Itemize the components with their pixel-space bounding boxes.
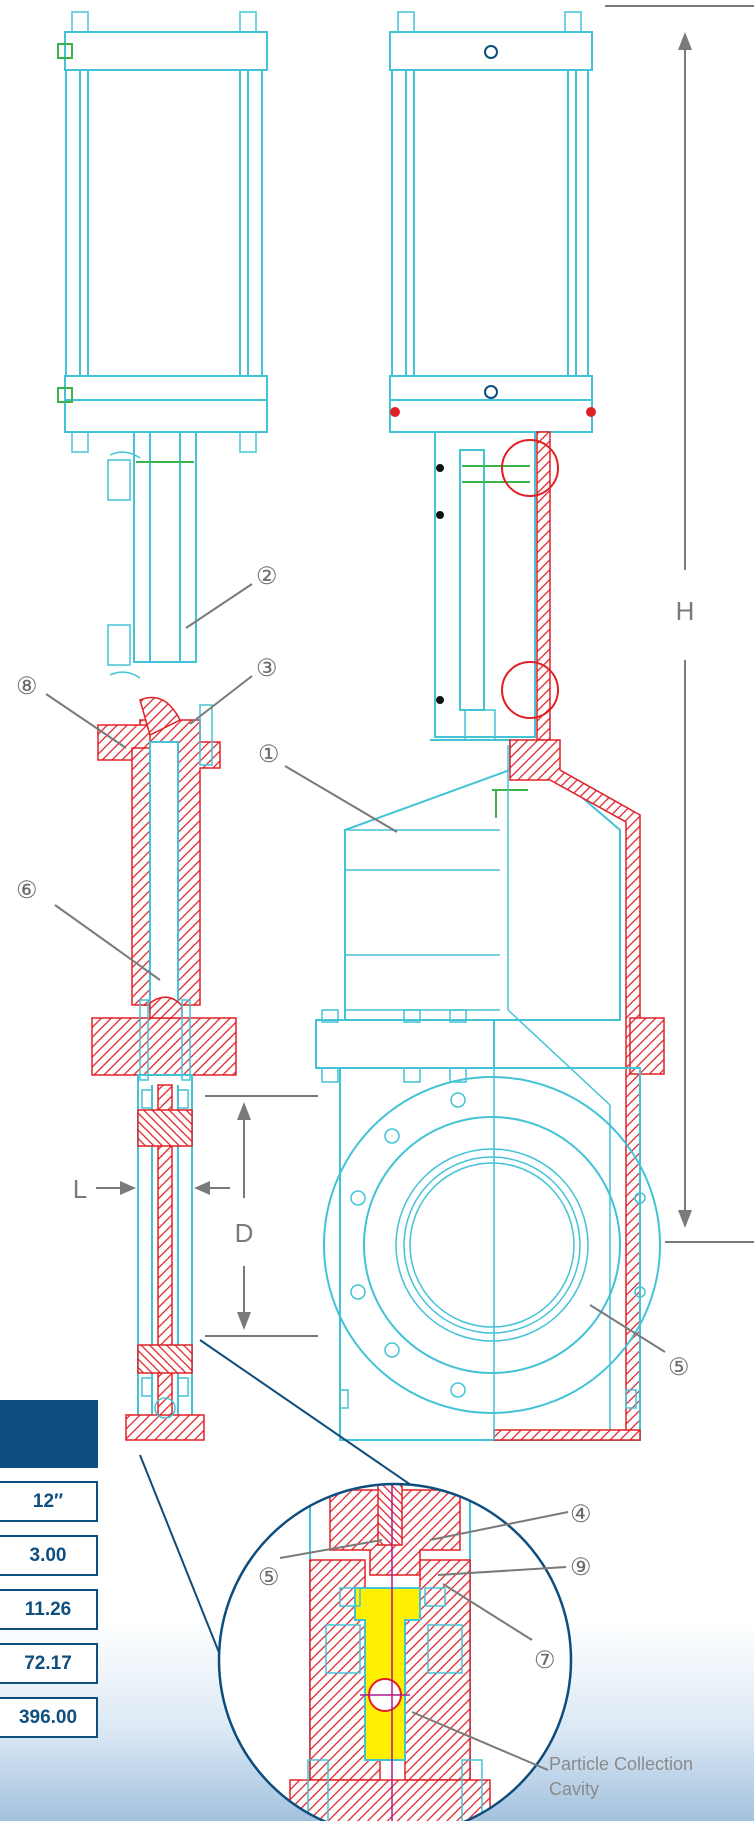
dimension-h-label: H: [676, 596, 695, 626]
callout-4: ④: [570, 1501, 592, 1528]
callout-5-detail: ⑤: [258, 1564, 280, 1591]
spec-value-3: 11.26: [0, 1589, 98, 1630]
callout-6: ⑥: [16, 877, 38, 904]
spec-value-size: 12″: [0, 1481, 98, 1522]
dimension-d-label: D: [235, 1218, 254, 1248]
callout-7: ⑦: [534, 1647, 556, 1674]
dimensions: H D L: [73, 5, 754, 1337]
dimension-l-label: L: [73, 1174, 87, 1204]
particle-cavity-label-line2: Cavity: [549, 1779, 599, 1799]
callout-9: ⑨: [570, 1554, 592, 1581]
callout-5: ⑤: [668, 1354, 690, 1381]
spec-table: 12″ 3.00 11.26 72.17 396.00: [0, 1400, 98, 1738]
particle-cavity-label-line1: Particle Collection: [549, 1754, 693, 1774]
callout-8: ⑧: [16, 673, 38, 700]
callouts: ① ② ③ ④ ⑤ ⑤ ⑥ ⑦ ⑧ ⑨ Particle Collection …: [16, 563, 693, 1799]
front-view: [315, 11, 665, 1441]
detail-magnifier: [139, 1339, 573, 1821]
callout-1: ①: [258, 741, 280, 768]
callout-2: ②: [256, 563, 278, 590]
spec-value-2: 3.00: [0, 1535, 98, 1576]
spec-value-5: 396.00: [0, 1697, 98, 1738]
callout-3: ③: [256, 655, 278, 682]
side-view: [57, 11, 268, 1441]
spec-value-4: 72.17: [0, 1643, 98, 1684]
spec-table-header: [0, 1400, 98, 1468]
